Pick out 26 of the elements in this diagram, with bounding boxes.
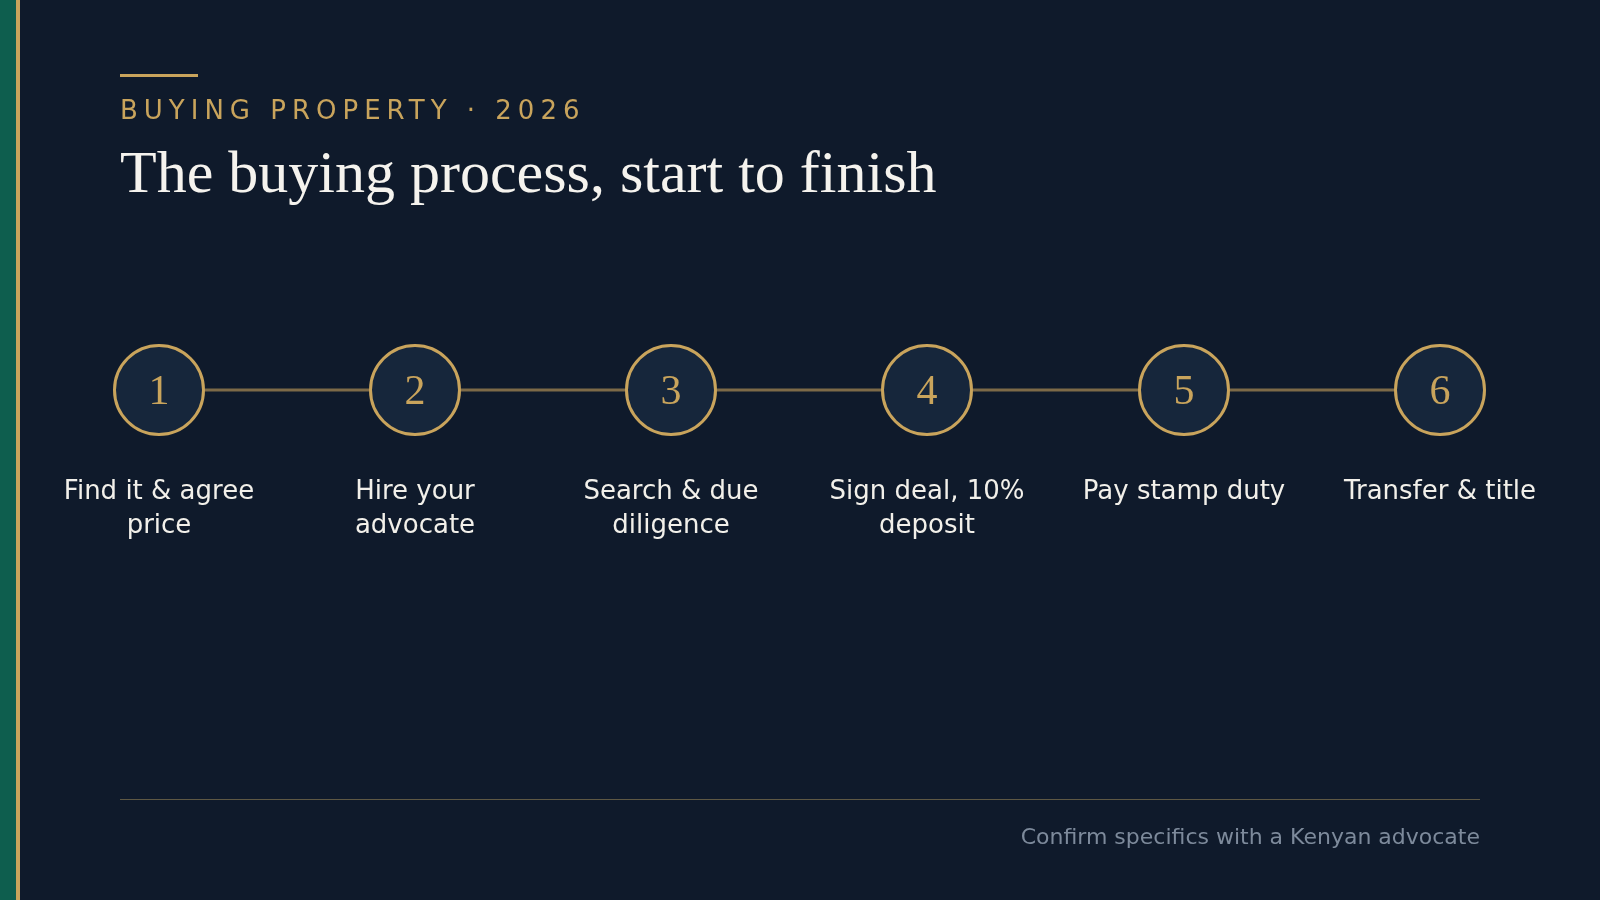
step-caption: Sign deal, 10% deposit — [828, 474, 1026, 541]
step-number: 2 — [403, 367, 427, 413]
step-caption: Search & due diligence — [582, 474, 760, 541]
footer-note: Confirm specifics with a Kenyan advocate — [1020, 824, 1480, 850]
step-circle — [1394, 344, 1486, 436]
step-caption: Hire your advocate — [353, 474, 477, 541]
slide-title: The buying process, start to finish — [120, 140, 937, 204]
connector-line — [973, 388, 1138, 392]
step-number: 5 — [1172, 367, 1196, 413]
connector-line — [717, 388, 881, 392]
connector-line — [205, 388, 369, 392]
step-circle — [369, 344, 461, 436]
step-circle — [1138, 344, 1230, 436]
step-circle — [113, 344, 205, 436]
step-number: 1 — [147, 367, 171, 413]
step-caption: Pay stamp duty — [1081, 474, 1287, 507]
step-number: 3 — [659, 367, 683, 413]
step-circle — [881, 344, 973, 436]
step-number: 6 — [1428, 367, 1452, 413]
step-number: 4 — [915, 367, 939, 413]
step-circle — [625, 344, 717, 436]
eyebrow-text: BUYING PROPERTY · 2026 — [120, 95, 586, 125]
step-caption: Find it & agree price — [62, 474, 256, 541]
connector-line — [1230, 388, 1394, 392]
connector-line — [461, 388, 625, 392]
step-caption: Transfer & title — [1342, 474, 1538, 507]
